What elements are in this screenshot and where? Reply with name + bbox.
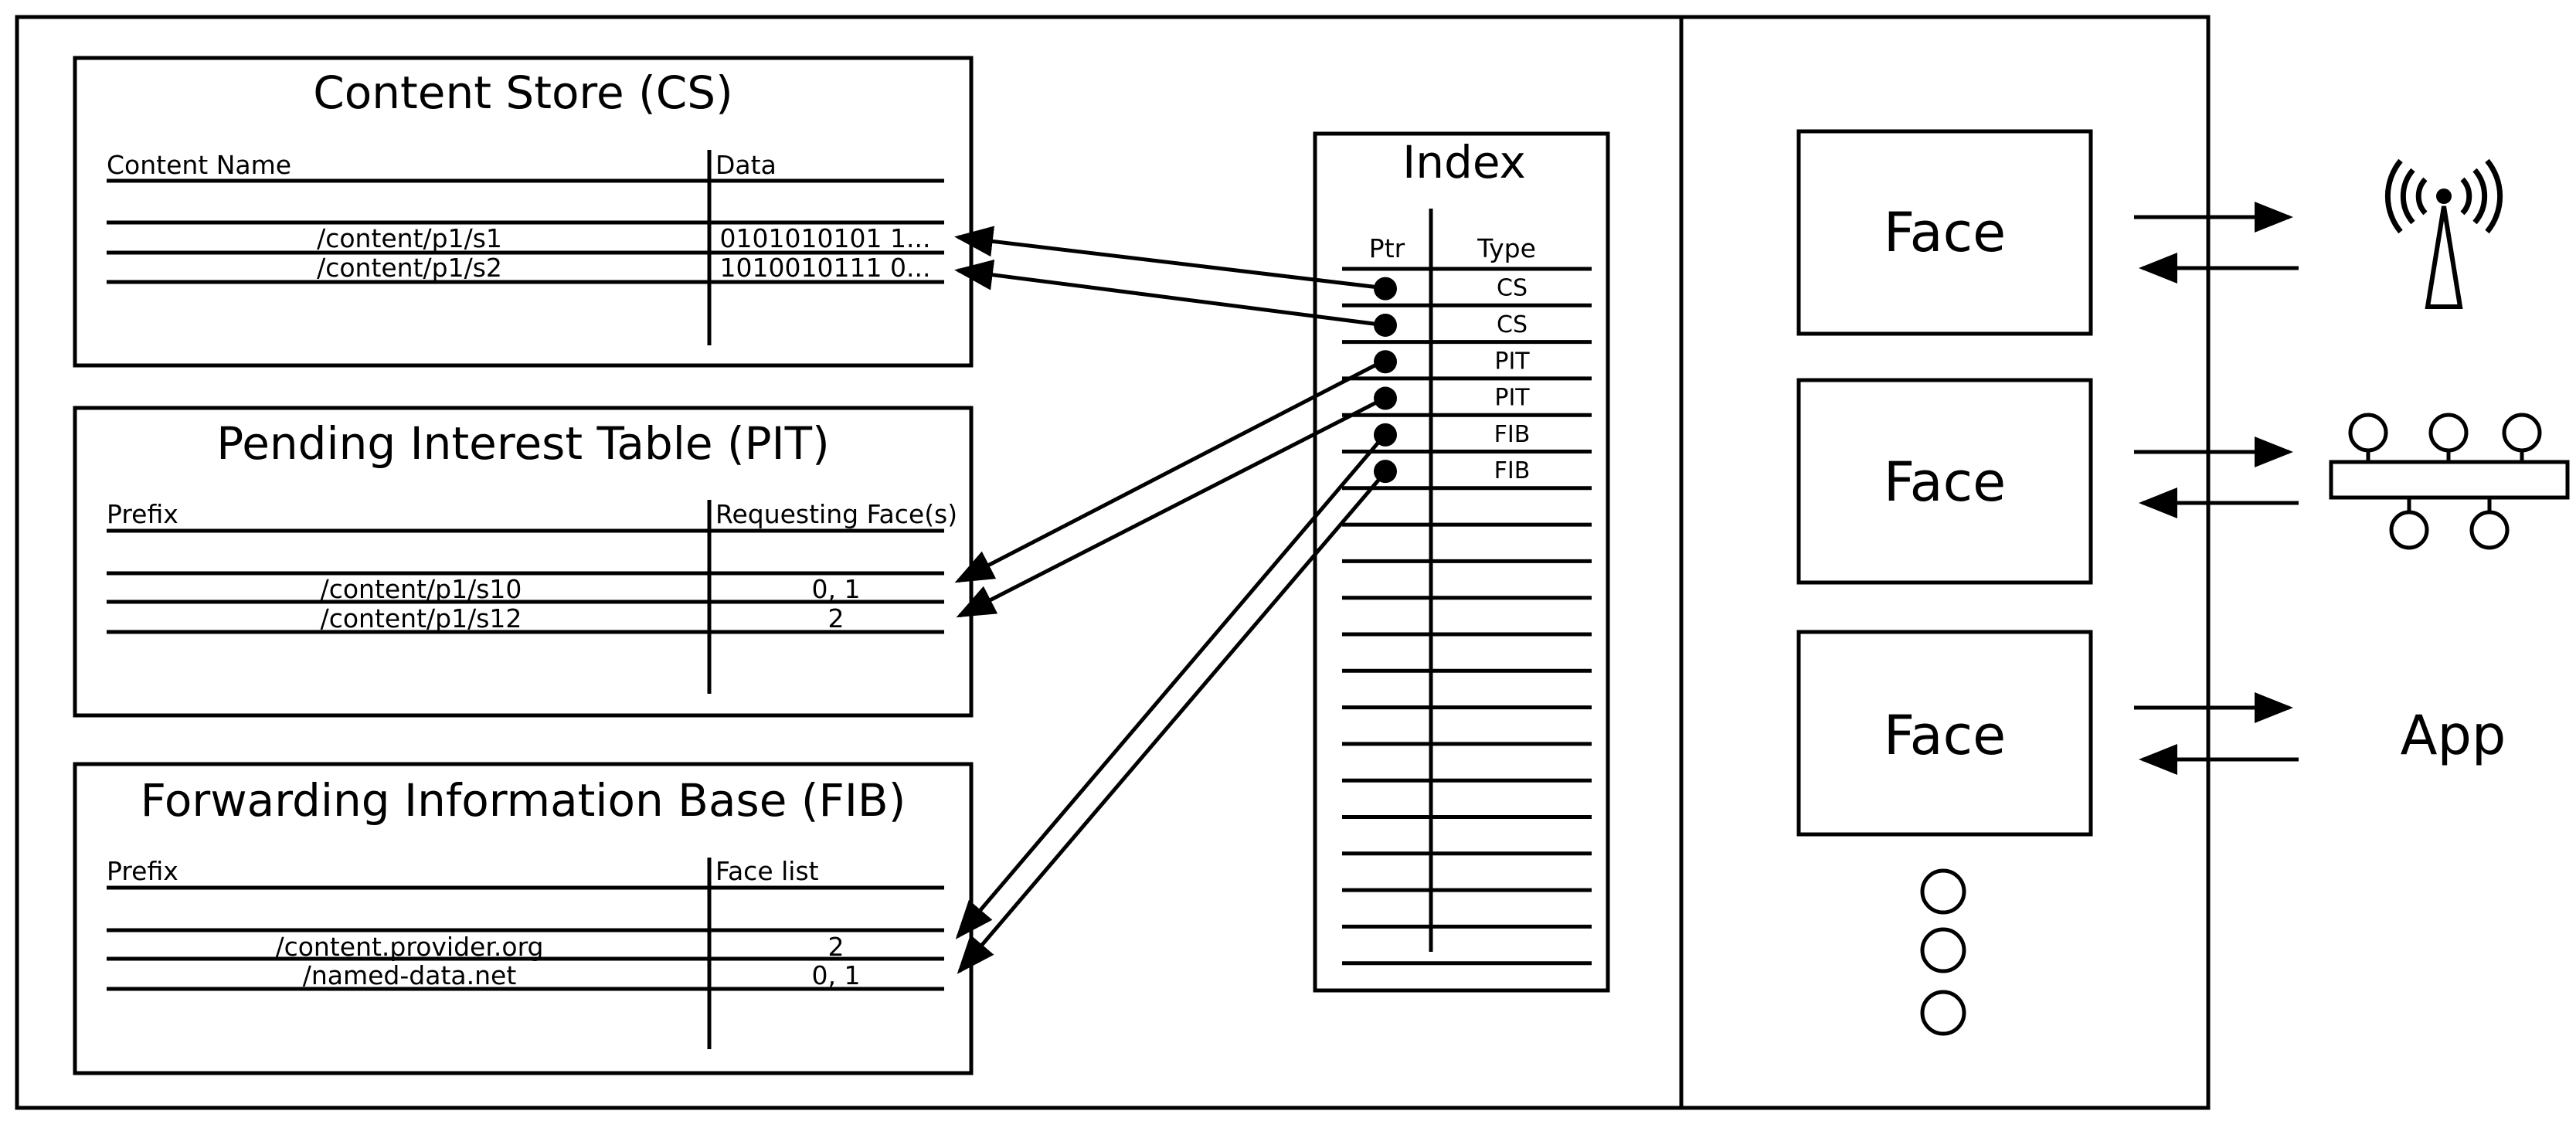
more-faces-dot bbox=[1920, 868, 1966, 915]
pit-col-prefix-header: Prefix bbox=[107, 499, 178, 529]
face-box bbox=[1796, 129, 2093, 336]
fib-col-facelist-header: Face list bbox=[715, 856, 819, 886]
more-faces-dot bbox=[1920, 927, 1966, 973]
fib-row-prefix: /named-data.net bbox=[303, 960, 517, 990]
index-col-type-header: Type bbox=[1477, 233, 1536, 263]
fib-row-facelist: 2 bbox=[828, 932, 845, 962]
index-row-type: PIT bbox=[1494, 385, 1530, 412]
face-label: Face bbox=[1884, 201, 2006, 264]
index-row-rules bbox=[1342, 267, 1592, 966]
fib-col-prefix-header: Prefix bbox=[107, 856, 178, 886]
index-row-type: PIT bbox=[1494, 348, 1530, 375]
face-label: Face bbox=[1884, 704, 2006, 767]
pointer-arrow-pit bbox=[956, 396, 1387, 618]
wireless-tower-icon bbox=[2384, 158, 2503, 309]
index-row-type: FIB bbox=[1494, 457, 1531, 484]
content-store-row-name: /content/p1/s2 bbox=[317, 253, 502, 283]
index-col-ptr-header: Ptr bbox=[1369, 233, 1405, 263]
content-store-box bbox=[73, 56, 974, 368]
face-box bbox=[1796, 378, 2093, 585]
pit-row-faces: 2 bbox=[828, 603, 845, 634]
pit-col-faces-header: Requesting Face(s) bbox=[715, 499, 957, 529]
pit-row-prefix: /content/p1/s10 bbox=[321, 574, 522, 604]
faces-panel: Face Face Face bbox=[1796, 129, 2299, 1036]
outer-frame bbox=[15, 15, 2211, 1110]
fib-row-facelist: 0, 1 bbox=[812, 960, 861, 990]
more-faces-dot bbox=[1920, 990, 1966, 1036]
pending-interest-table: Pending Interest Table (PIT) Prefix Requ… bbox=[73, 406, 974, 718]
app-endpoint-label: App bbox=[2401, 704, 2506, 767]
face-box bbox=[1796, 630, 2093, 837]
content-store-col-data-header: Data bbox=[715, 150, 777, 180]
index-type-labels: CS CS PIT PIT FIB FIB bbox=[1494, 275, 1531, 485]
pit-row-faces: 0, 1 bbox=[812, 574, 861, 604]
index-row-type: FIB bbox=[1494, 421, 1531, 448]
face-label: Face bbox=[1884, 450, 2006, 514]
index-row-type: CS bbox=[1497, 311, 1528, 338]
content-store-row-data: 1010010111 0... bbox=[720, 253, 931, 283]
fib-title: Forwarding Information Base (FIB) bbox=[141, 774, 906, 827]
index-box bbox=[1313, 131, 1610, 993]
network-bus-icon bbox=[2329, 413, 2570, 550]
content-store-row-name: /content/p1/s1 bbox=[317, 223, 502, 253]
index-pointer-dot bbox=[1374, 277, 1397, 301]
index-title: Index bbox=[1402, 136, 1526, 189]
index-table: Index Ptr Type CS CS PIT PIT FIB FIB bbox=[1313, 131, 1610, 993]
content-store-table: Content Store (CS) Content Name Data /co… bbox=[73, 56, 974, 368]
pointer-arrows bbox=[954, 226, 1387, 974]
index-row-type: CS bbox=[1497, 275, 1528, 302]
pointer-arrow-fib bbox=[957, 470, 1387, 974]
forwarding-information-base: Forwarding Information Base (FIB) Prefix… bbox=[73, 762, 974, 1075]
pointer-arrow-cs bbox=[954, 259, 1386, 328]
pointer-arrow-cs bbox=[954, 226, 1386, 290]
content-store-col-name-header: Content Name bbox=[107, 150, 291, 180]
content-store-row-data: 0101010101 1... bbox=[720, 223, 931, 253]
pointer-arrow-fib bbox=[955, 433, 1387, 939]
pit-row-prefix: /content/p1/s12 bbox=[321, 603, 522, 634]
pit-title: Pending Interest Table (PIT) bbox=[216, 417, 829, 470]
pointer-arrow-pit bbox=[954, 358, 1387, 583]
fib-row-prefix: /content.provider.org bbox=[275, 932, 543, 962]
content-store-title: Content Store (CS) bbox=[313, 66, 732, 119]
